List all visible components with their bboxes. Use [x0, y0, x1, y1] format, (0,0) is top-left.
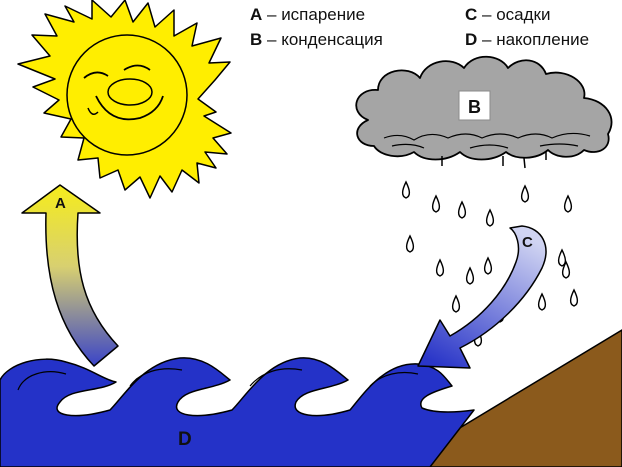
cloud-underside-line — [383, 132, 591, 141]
rain-drop — [435, 258, 445, 277]
legend-item-a: A – испарение — [250, 5, 365, 25]
rain-drop — [401, 180, 411, 199]
rain-drop — [557, 248, 567, 267]
rain-drop — [569, 288, 579, 307]
legend-item-b: B – конденсация — [250, 30, 383, 50]
legend-dash: – — [477, 5, 497, 24]
cloud-icon: B — [355, 55, 613, 169]
label-b: B — [468, 97, 481, 117]
sun-cheek — [87, 107, 99, 115]
label-c: C — [522, 234, 533, 251]
label-d: D — [178, 429, 192, 450]
rain-drop — [563, 194, 573, 213]
water-waves — [0, 357, 475, 467]
legend-text: осадки — [496, 5, 551, 24]
cloud-label-box — [458, 90, 491, 121]
rain-drop — [405, 234, 415, 253]
rain-drop — [520, 184, 530, 203]
rain-drop — [465, 266, 475, 285]
rain-drop — [537, 292, 547, 311]
rain-drop — [431, 194, 441, 213]
cloud-underside-line-2 — [391, 143, 579, 149]
arrow-a-evaporation — [21, 184, 119, 367]
arrow-c-precipitation — [417, 225, 547, 369]
legend-text: испарение — [281, 5, 366, 24]
wave-inner-line — [17, 368, 419, 391]
legend-item-c: C – осадки — [465, 5, 550, 25]
legend-text: конденсация — [281, 30, 383, 49]
legend-text: накопление — [496, 30, 590, 49]
legend-item-d: D – накопление — [465, 30, 589, 50]
legend-letter: D — [465, 30, 478, 49]
legend-dash: – — [262, 5, 282, 24]
rain-drop — [561, 260, 571, 279]
sun-icon — [17, 0, 232, 199]
legend-letter: B — [250, 30, 263, 49]
cloud-drips — [441, 152, 547, 169]
sun-smile — [95, 95, 164, 121]
sun-face — [66, 34, 188, 156]
legend-letter: A — [250, 5, 263, 24]
sun-center-oval — [107, 78, 153, 106]
legend-letter: C — [465, 5, 478, 24]
rain-drop — [457, 200, 467, 219]
legend-dash: – — [262, 30, 282, 49]
rain-drop — [485, 208, 495, 227]
sun-eye-left — [83, 71, 109, 79]
label-a: A — [55, 195, 66, 212]
rain-drop — [451, 294, 461, 313]
rain-drop — [483, 256, 493, 275]
sun-eye-right — [123, 64, 151, 71]
legend-dash: – — [477, 30, 497, 49]
